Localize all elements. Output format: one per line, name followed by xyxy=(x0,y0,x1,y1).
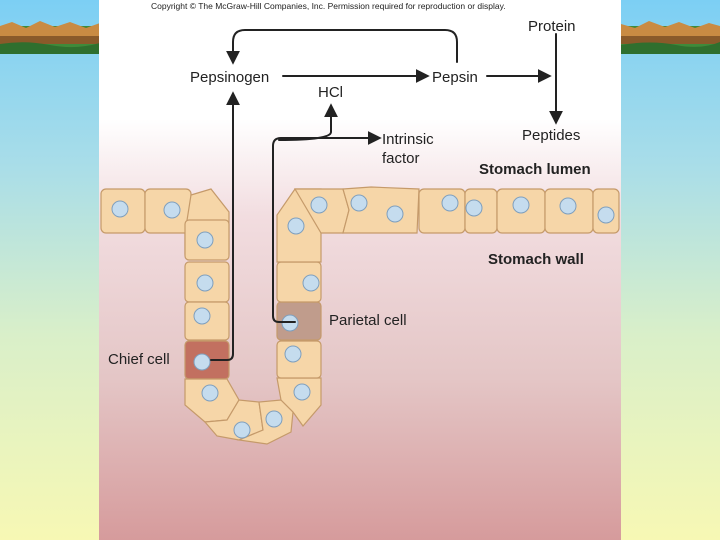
hcl-release-arrow xyxy=(278,103,338,141)
nucleus xyxy=(386,205,404,223)
parietal-cell-secretion-arrow xyxy=(272,131,382,323)
pepsinogen-label: Pepsinogen xyxy=(190,69,269,86)
nucleus xyxy=(265,410,283,428)
slide-panel: Copyright © The McGraw-Hill Companies, I… xyxy=(99,0,621,540)
chief-cell-label: Chief cell xyxy=(108,351,170,368)
landscape-right-decoration xyxy=(621,21,720,54)
copyright-notice: Copyright © The McGraw-Hill Companies, I… xyxy=(151,1,506,11)
stomach-wall-label: Stomach wall xyxy=(488,251,584,268)
nucleus xyxy=(559,197,577,215)
nucleus xyxy=(284,345,302,363)
nucleus xyxy=(193,353,211,371)
nucleus xyxy=(233,421,251,439)
nucleus xyxy=(293,383,311,401)
epithelial-cell xyxy=(418,188,466,234)
nucleus xyxy=(111,200,129,218)
cell-nuclei xyxy=(111,194,615,439)
nucleus xyxy=(287,217,305,235)
chief-cell-secretion-arrow xyxy=(210,91,240,361)
pepsin-feedback-arrow xyxy=(226,29,458,65)
nucleus xyxy=(597,206,615,224)
peptides-label: Peptides xyxy=(522,127,580,144)
nucleus xyxy=(201,384,219,402)
nucleus xyxy=(441,194,459,212)
landscape-left-decoration xyxy=(0,21,100,54)
stomach-diagram: Copyright © The McGraw-Hill Companies, I… xyxy=(100,1,620,445)
nucleus xyxy=(196,231,214,249)
nucleus xyxy=(163,201,181,219)
nucleus xyxy=(193,307,211,325)
nucleus xyxy=(310,196,328,214)
nucleus xyxy=(302,274,320,292)
nucleus xyxy=(350,194,368,212)
protein-label: Protein xyxy=(528,18,576,35)
pathway-arrows xyxy=(210,29,563,361)
nucleus xyxy=(465,199,483,217)
intrinsic-factor-label-line1: Intrinsic xyxy=(382,131,434,148)
parietal-cell-label: Parietal cell xyxy=(329,312,407,329)
intrinsic-factor-label-line2: factor xyxy=(382,150,420,167)
hcl-label: HCl xyxy=(318,84,343,101)
stomach-lumen-label: Stomach lumen xyxy=(479,161,591,178)
pepsin-label: Pepsin xyxy=(432,69,478,86)
nucleus xyxy=(196,274,214,292)
nucleus xyxy=(512,196,530,214)
